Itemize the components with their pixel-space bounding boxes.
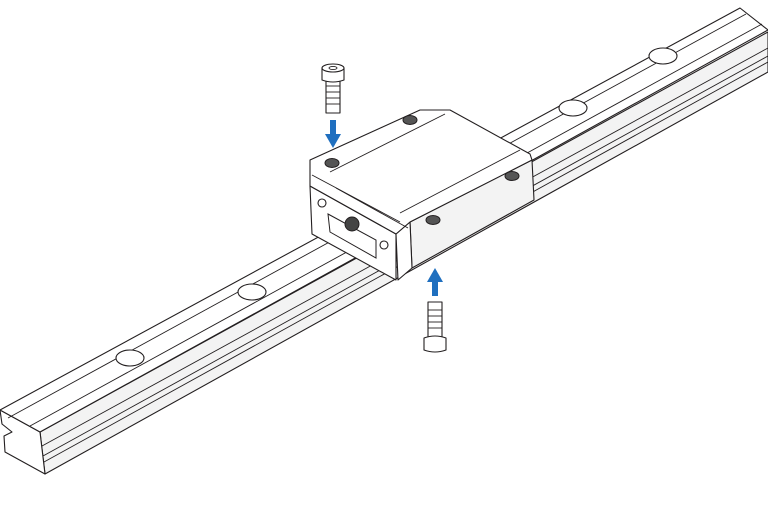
top-bolt (321, 63, 345, 114)
rail-hole (237, 283, 267, 301)
block-hole (504, 171, 520, 181)
carriage-block (309, 109, 535, 281)
block-hole (425, 215, 441, 225)
block-hole (402, 115, 418, 125)
bottom-bolt (423, 301, 447, 353)
block-top-face (309, 109, 533, 235)
block-mounting-holes (324, 115, 520, 225)
rail-hole (115, 349, 145, 367)
rail-hole (648, 47, 678, 65)
rail-end-face (0, 409, 46, 475)
grease-nipple (344, 216, 360, 232)
arrow-down-icon (325, 120, 341, 148)
arrow-up-icon (427, 268, 443, 296)
block-hole (324, 158, 340, 168)
seal-screw (317, 198, 327, 208)
seal-screw (379, 240, 389, 250)
rail-hole (558, 99, 588, 117)
rail-slot (327, 213, 377, 259)
rail-mounting-holes (115, 47, 678, 367)
